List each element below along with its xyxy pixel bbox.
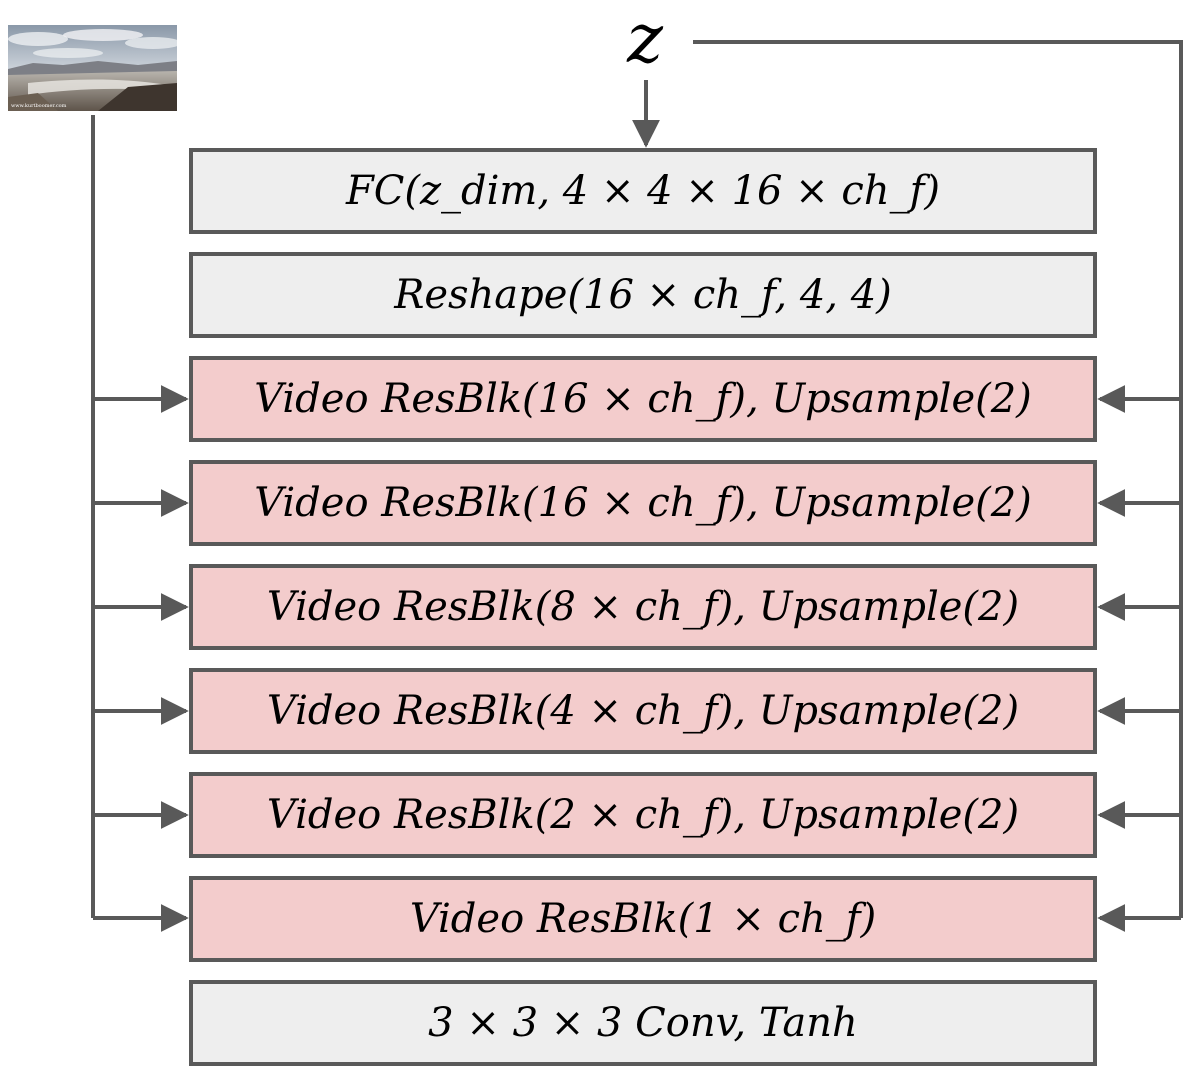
video-resblock-5: Video ResBlk(2 × ch_f), Upsample(2) xyxy=(189,772,1097,858)
layer-label: 3 × 3 × 3 Conv, Tanh xyxy=(428,1000,858,1046)
noise-z-label: z xyxy=(600,0,690,80)
layer-label: Video ResBlk(4 × ch_f), Upsample(2) xyxy=(266,688,1020,734)
layer-label: Video ResBlk(1 × ch_f) xyxy=(409,896,877,942)
video-resblock-6: Video ResBlk(1 × ch_f) xyxy=(189,876,1097,962)
layer-label: Video ResBlk(8 × ch_f), Upsample(2) xyxy=(266,584,1020,630)
layer-label: Reshape(16 × ch_f, 4, 4) xyxy=(394,272,892,318)
layer-label: Video ResBlk(16 × ch_f), Upsample(2) xyxy=(254,480,1032,526)
layer-label: FC(z_dim, 4 × 4 × 16 × ch_f) xyxy=(345,168,940,214)
video-resblock-4: Video ResBlk(4 × ch_f), Upsample(2) xyxy=(189,668,1097,754)
image-watermark: www.kurtboomer.com xyxy=(11,103,67,109)
video-resblock-2: Video ResBlk(16 × ch_f), Upsample(2) xyxy=(189,460,1097,546)
layer-label: Video ResBlk(16 × ch_f), Upsample(2) xyxy=(254,376,1032,422)
layer-label: Video ResBlk(2 × ch_f), Upsample(2) xyxy=(266,792,1020,838)
reshape-layer-block: Reshape(16 × ch_f, 4, 4) xyxy=(189,252,1097,338)
fc-layer-block: FC(z_dim, 4 × 4 × 16 × ch_f) xyxy=(189,148,1097,234)
video-resblock-1: Video ResBlk(16 × ch_f), Upsample(2) xyxy=(189,356,1097,442)
input-image-thumbnail: www.kurtboomer.com xyxy=(8,25,177,111)
video-resblock-3: Video ResBlk(8 × ch_f), Upsample(2) xyxy=(189,564,1097,650)
z-symbol: z xyxy=(627,0,663,79)
landscape-image: www.kurtboomer.com xyxy=(8,25,177,111)
z-right-bus xyxy=(693,40,1183,918)
conv-tanh-block: 3 × 3 × 3 Conv, Tanh xyxy=(189,980,1097,1066)
